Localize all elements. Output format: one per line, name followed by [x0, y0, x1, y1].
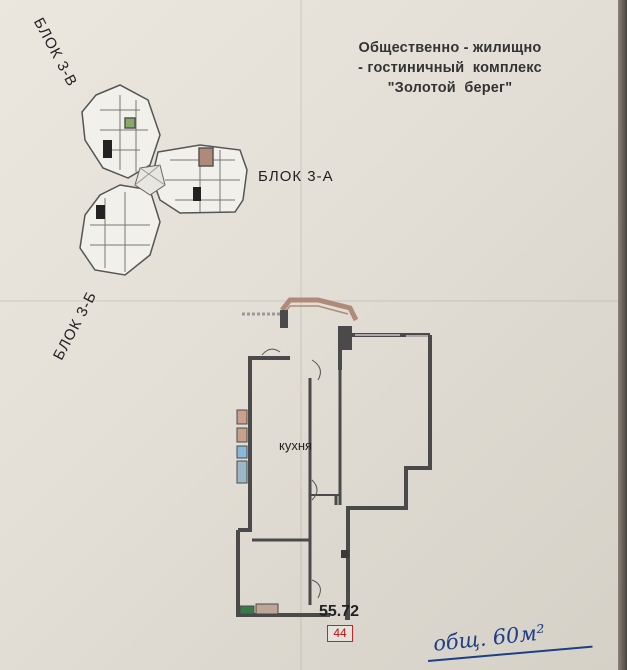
- block-3b-plan: [79, 184, 161, 276]
- kitchen-label: кухня: [279, 438, 313, 453]
- title-line-2: - гостиничный комплекс: [358, 60, 542, 76]
- apartment-area: 55.72: [319, 603, 360, 620]
- block-hub: [134, 164, 166, 196]
- block-3a-plan: [151, 144, 248, 214]
- complex-title: Общественно - жилищно - гостиничный комп…: [300, 38, 600, 98]
- apartment-plan: [236, 297, 432, 620]
- kitchen-fixtures: [236, 409, 349, 615]
- paper-fold: [300, 0, 302, 670]
- block-3a-label: БЛОК 3-А: [258, 168, 334, 185]
- title-line-1: Общественно - жилищно: [358, 40, 542, 56]
- title-line-3: "Золотой берег": [387, 80, 513, 96]
- block-3v-plan: [81, 84, 161, 179]
- apartment-number-badge: 44: [327, 625, 353, 642]
- table-edge: [618, 0, 627, 670]
